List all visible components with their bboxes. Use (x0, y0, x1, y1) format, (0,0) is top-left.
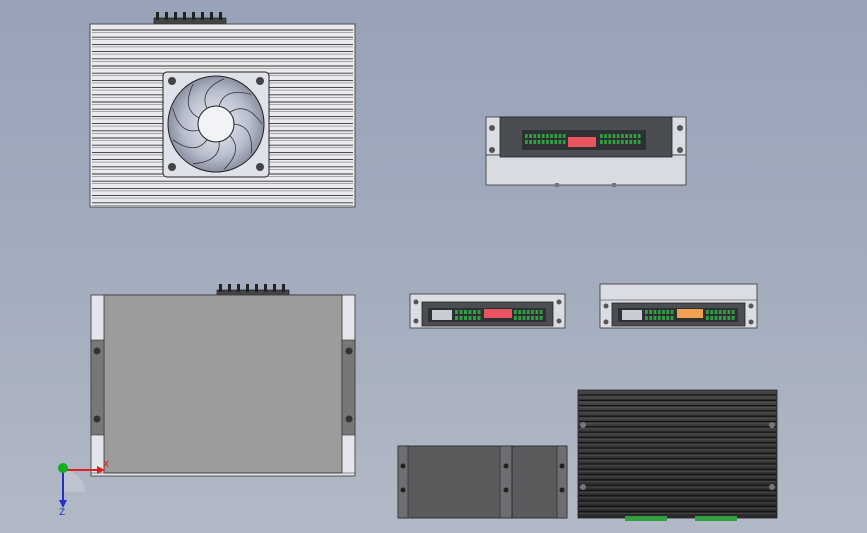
axis-triad: X Z (58, 460, 109, 518)
connector-green (695, 516, 737, 521)
bottom-view-heatsink[interactable] (577, 389, 778, 521)
x-axis-label: X (103, 460, 109, 470)
status-indicator-red (568, 137, 596, 147)
fan-icon (162, 71, 270, 178)
side-view-bracket[interactable] (397, 445, 568, 519)
front-view-connector-panel-1[interactable] (485, 116, 687, 187)
status-indicator-red (484, 309, 512, 318)
rear-view-housing[interactable] (90, 284, 356, 477)
front-view-connector-panel-2[interactable] (409, 293, 566, 329)
z-axis-label: Z (59, 508, 65, 518)
status-indicator-orange (677, 309, 703, 318)
top-view-fan-heatsink[interactable] (89, 12, 356, 208)
front-view-connector-panel-3[interactable] (599, 283, 758, 329)
terminal-connector (153, 12, 227, 27)
connector-green (625, 516, 667, 521)
